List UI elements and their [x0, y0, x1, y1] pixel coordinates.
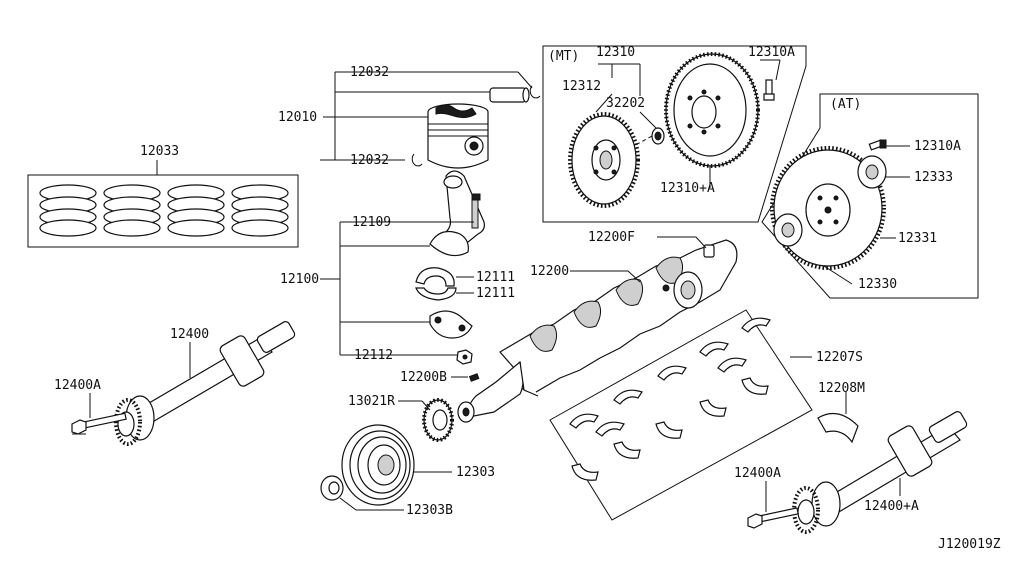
label-12400a-left: 12400A: [54, 378, 101, 393]
label-12033: 12033: [140, 144, 179, 159]
label-12333: 12333: [914, 170, 953, 185]
label-12310-plus-a: 12310+A: [660, 181, 715, 196]
leader-lines-pulley: [339, 400, 452, 511]
label-12310a-at: 12310A: [914, 139, 961, 154]
main-bearing-upper-row: [569, 317, 771, 437]
label-12111-a: 12111: [476, 270, 515, 285]
leader-lines-conrod: [320, 221, 474, 356]
label-12400a-right: 12400A: [734, 466, 781, 481]
mt-flywheel: [664, 52, 760, 168]
mt-flywheel-bolt: [763, 79, 775, 101]
snap-ring-bottom: [411, 153, 423, 167]
crank-pulley: [341, 424, 415, 506]
at-drive-plate-box: [761, 93, 979, 299]
label-12111-b: 12111: [476, 286, 515, 301]
conrod-nut: [456, 349, 473, 365]
piston-ring-set-3: [167, 184, 225, 237]
label-12330: 12330: [858, 277, 897, 292]
at-reinforcement-plate: [773, 213, 803, 247]
pilot-bearing: [651, 127, 665, 145]
pulley-bolt: [320, 475, 344, 501]
label-32202: 32202: [606, 96, 645, 111]
leader-lines-piston: [320, 71, 533, 161]
label-12200f: 12200F: [588, 230, 635, 245]
label-12032-bottom: 12032: [350, 153, 389, 168]
label-12112: 12112: [354, 348, 393, 363]
flywheel-dowel-pin: [703, 244, 715, 258]
label-12208m: 12208M: [818, 381, 865, 396]
mt-flywheel-box: [542, 45, 807, 223]
label-12109: 12109: [352, 215, 391, 230]
piston-ring-set-box: [27, 160, 299, 248]
balance-shaft-bolt-right: [747, 507, 799, 529]
piston-pin: [489, 87, 530, 103]
label-12310a-mt: 12310A: [748, 45, 795, 60]
balance-shaft-left: [114, 321, 296, 446]
crank-key: [468, 373, 480, 382]
leader-lines-crank: [451, 236, 707, 378]
piston-ring-set-4: [231, 184, 289, 237]
label-12310: 12310: [596, 45, 635, 60]
crank-sprocket: [422, 398, 454, 442]
label-12400: 12400: [170, 327, 209, 342]
crankshaft: [457, 239, 738, 423]
label-12400-plus-a: 12400+A: [864, 499, 919, 514]
balance-shaft-bolt-left: [71, 412, 127, 435]
label-12303b: 12303B: [406, 503, 453, 518]
main-bearing-lower-row: [571, 377, 769, 481]
at-adapter-plate: [857, 155, 887, 189]
leader-lines-balance-left: [89, 342, 191, 418]
label-12200: 12200: [530, 264, 569, 279]
piston-ring-set-2: [103, 184, 161, 237]
label-12312: 12312: [562, 79, 601, 94]
snap-ring-top: [529, 85, 541, 99]
label-12032-top: 12032: [350, 65, 389, 80]
connecting-rod: [429, 170, 485, 257]
conrod-cap: [429, 310, 473, 339]
label-at-tag: (AT): [830, 97, 861, 112]
label-mt-tag: (MT): [548, 49, 579, 64]
label-12100: 12100: [280, 272, 319, 287]
conrod-bearing-upper: [415, 267, 457, 301]
label-12303: 12303: [456, 465, 495, 480]
label-12331: 12331: [898, 231, 937, 246]
at-leaders: [823, 145, 910, 285]
diagram-code: J120019Z: [938, 537, 1001, 552]
label-13021r: 13021R: [348, 394, 395, 409]
main-bearing-set-box: [549, 309, 813, 521]
mt-leaders: [595, 59, 781, 188]
leader-lines-balance-right: [765, 478, 901, 512]
thrust-washer: [817, 392, 859, 444]
piston-ring-set-1: [39, 184, 97, 237]
label-12010: 12010: [278, 110, 317, 125]
at-drive-plate-bolt: [868, 139, 887, 151]
label-12207s: 12207S: [816, 350, 863, 365]
piston: [427, 103, 489, 169]
label-12200b: 12200B: [400, 370, 447, 385]
mt-ring-gear: [568, 112, 640, 208]
part-number-labels: 12032 12010 12032 12033 12109 12100 1211…: [54, 45, 1001, 552]
